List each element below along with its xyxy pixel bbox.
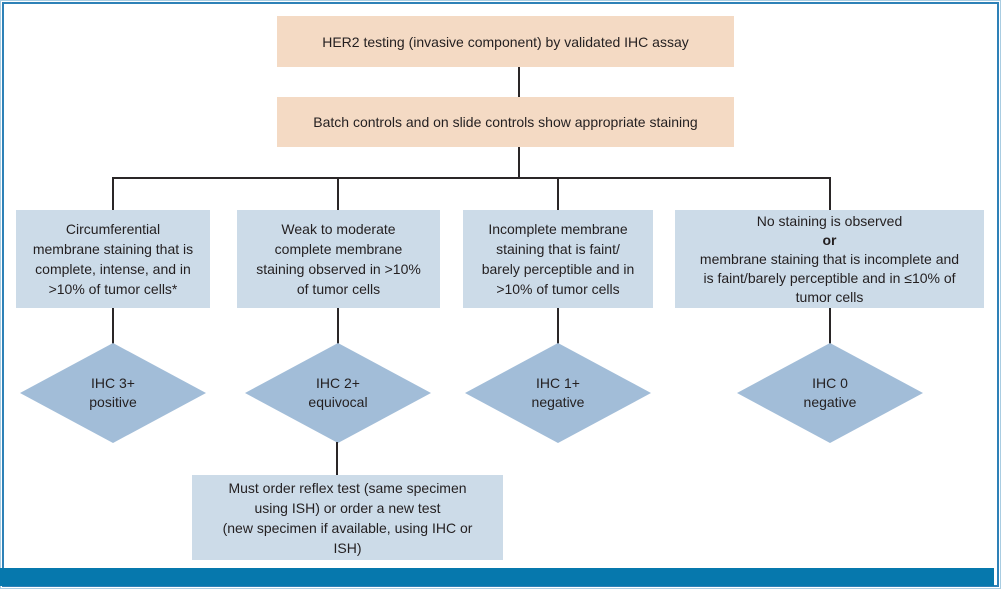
result-code: IHC 0 xyxy=(812,375,848,391)
connector-condition4-to-diamond xyxy=(829,308,831,344)
result-code: IHC 3+ xyxy=(91,375,135,391)
connector-controls-to-branches xyxy=(518,147,520,178)
result-verdict: positive xyxy=(89,394,137,410)
condition-box-ihc0: No staining is observed or membrane stai… xyxy=(675,210,984,308)
condition-box-ihc1: Incomplete membrane staining that is fai… xyxy=(463,210,653,308)
connector-equivocal-to-followup xyxy=(336,442,338,475)
connector-branch-3 xyxy=(557,177,559,210)
branch-crossbar xyxy=(112,177,831,179)
connector-condition3-to-diamond xyxy=(557,308,559,344)
footer-bar xyxy=(0,568,994,586)
process-box-ihc-assay: HER2 testing (invasive component) by val… xyxy=(277,16,734,67)
result-diamond-ihc2-equivocal: IHC 2+ equivocal xyxy=(245,343,431,443)
result-code: IHC 1+ xyxy=(536,375,580,391)
condition-box-ihc3: Circumferential membrane staining that i… xyxy=(16,210,210,308)
condition-box-ihc2: Weak to moderate complete membrane stain… xyxy=(237,210,440,308)
connector-branch-1 xyxy=(112,177,114,210)
connector-branch-2 xyxy=(337,177,339,210)
condition-box-ihc0-line1: No staining is observed xyxy=(756,212,903,229)
result-diamond-ihc1-negative: IHC 1+ negative xyxy=(465,343,651,443)
process-box-controls-label: Batch controls and on slide controls sho… xyxy=(313,114,698,130)
connector-branch-4 xyxy=(829,177,831,210)
result-diamond-ihc0-negative: IHC 0 negative xyxy=(737,343,923,443)
condition-box-ihc2-label: Weak to moderate complete membrane stain… xyxy=(256,221,421,297)
connector-condition1-to-diamond xyxy=(112,308,114,344)
followup-box-label: Must order reflex test (same specimen us… xyxy=(222,479,473,556)
process-box-controls: Batch controls and on slide controls sho… xyxy=(277,97,734,147)
result-verdict: negative xyxy=(531,394,585,410)
process-box-ihc-assay-label: HER2 testing (invasive component) by val… xyxy=(322,33,689,50)
connector-condition2-to-diamond xyxy=(337,308,339,344)
condition-box-ihc0-or: or xyxy=(822,231,837,248)
result-verdict: negative xyxy=(803,394,857,410)
result-diamond-ihc3-positive: IHC 3+ positive xyxy=(20,343,206,443)
condition-box-ihc1-label: Incomplete membrane staining that is fai… xyxy=(481,221,635,297)
followup-box-reflex-test: Must order reflex test (same specimen us… xyxy=(192,475,503,560)
result-code: IHC 2+ xyxy=(316,375,360,391)
condition-box-ihc0-line2: membrane staining that is incomplete and… xyxy=(699,250,960,305)
condition-box-ihc3-label: Circumferential membrane staining that i… xyxy=(32,221,194,297)
result-verdict: equivocal xyxy=(308,394,368,410)
connector-assay-to-controls xyxy=(518,67,520,97)
